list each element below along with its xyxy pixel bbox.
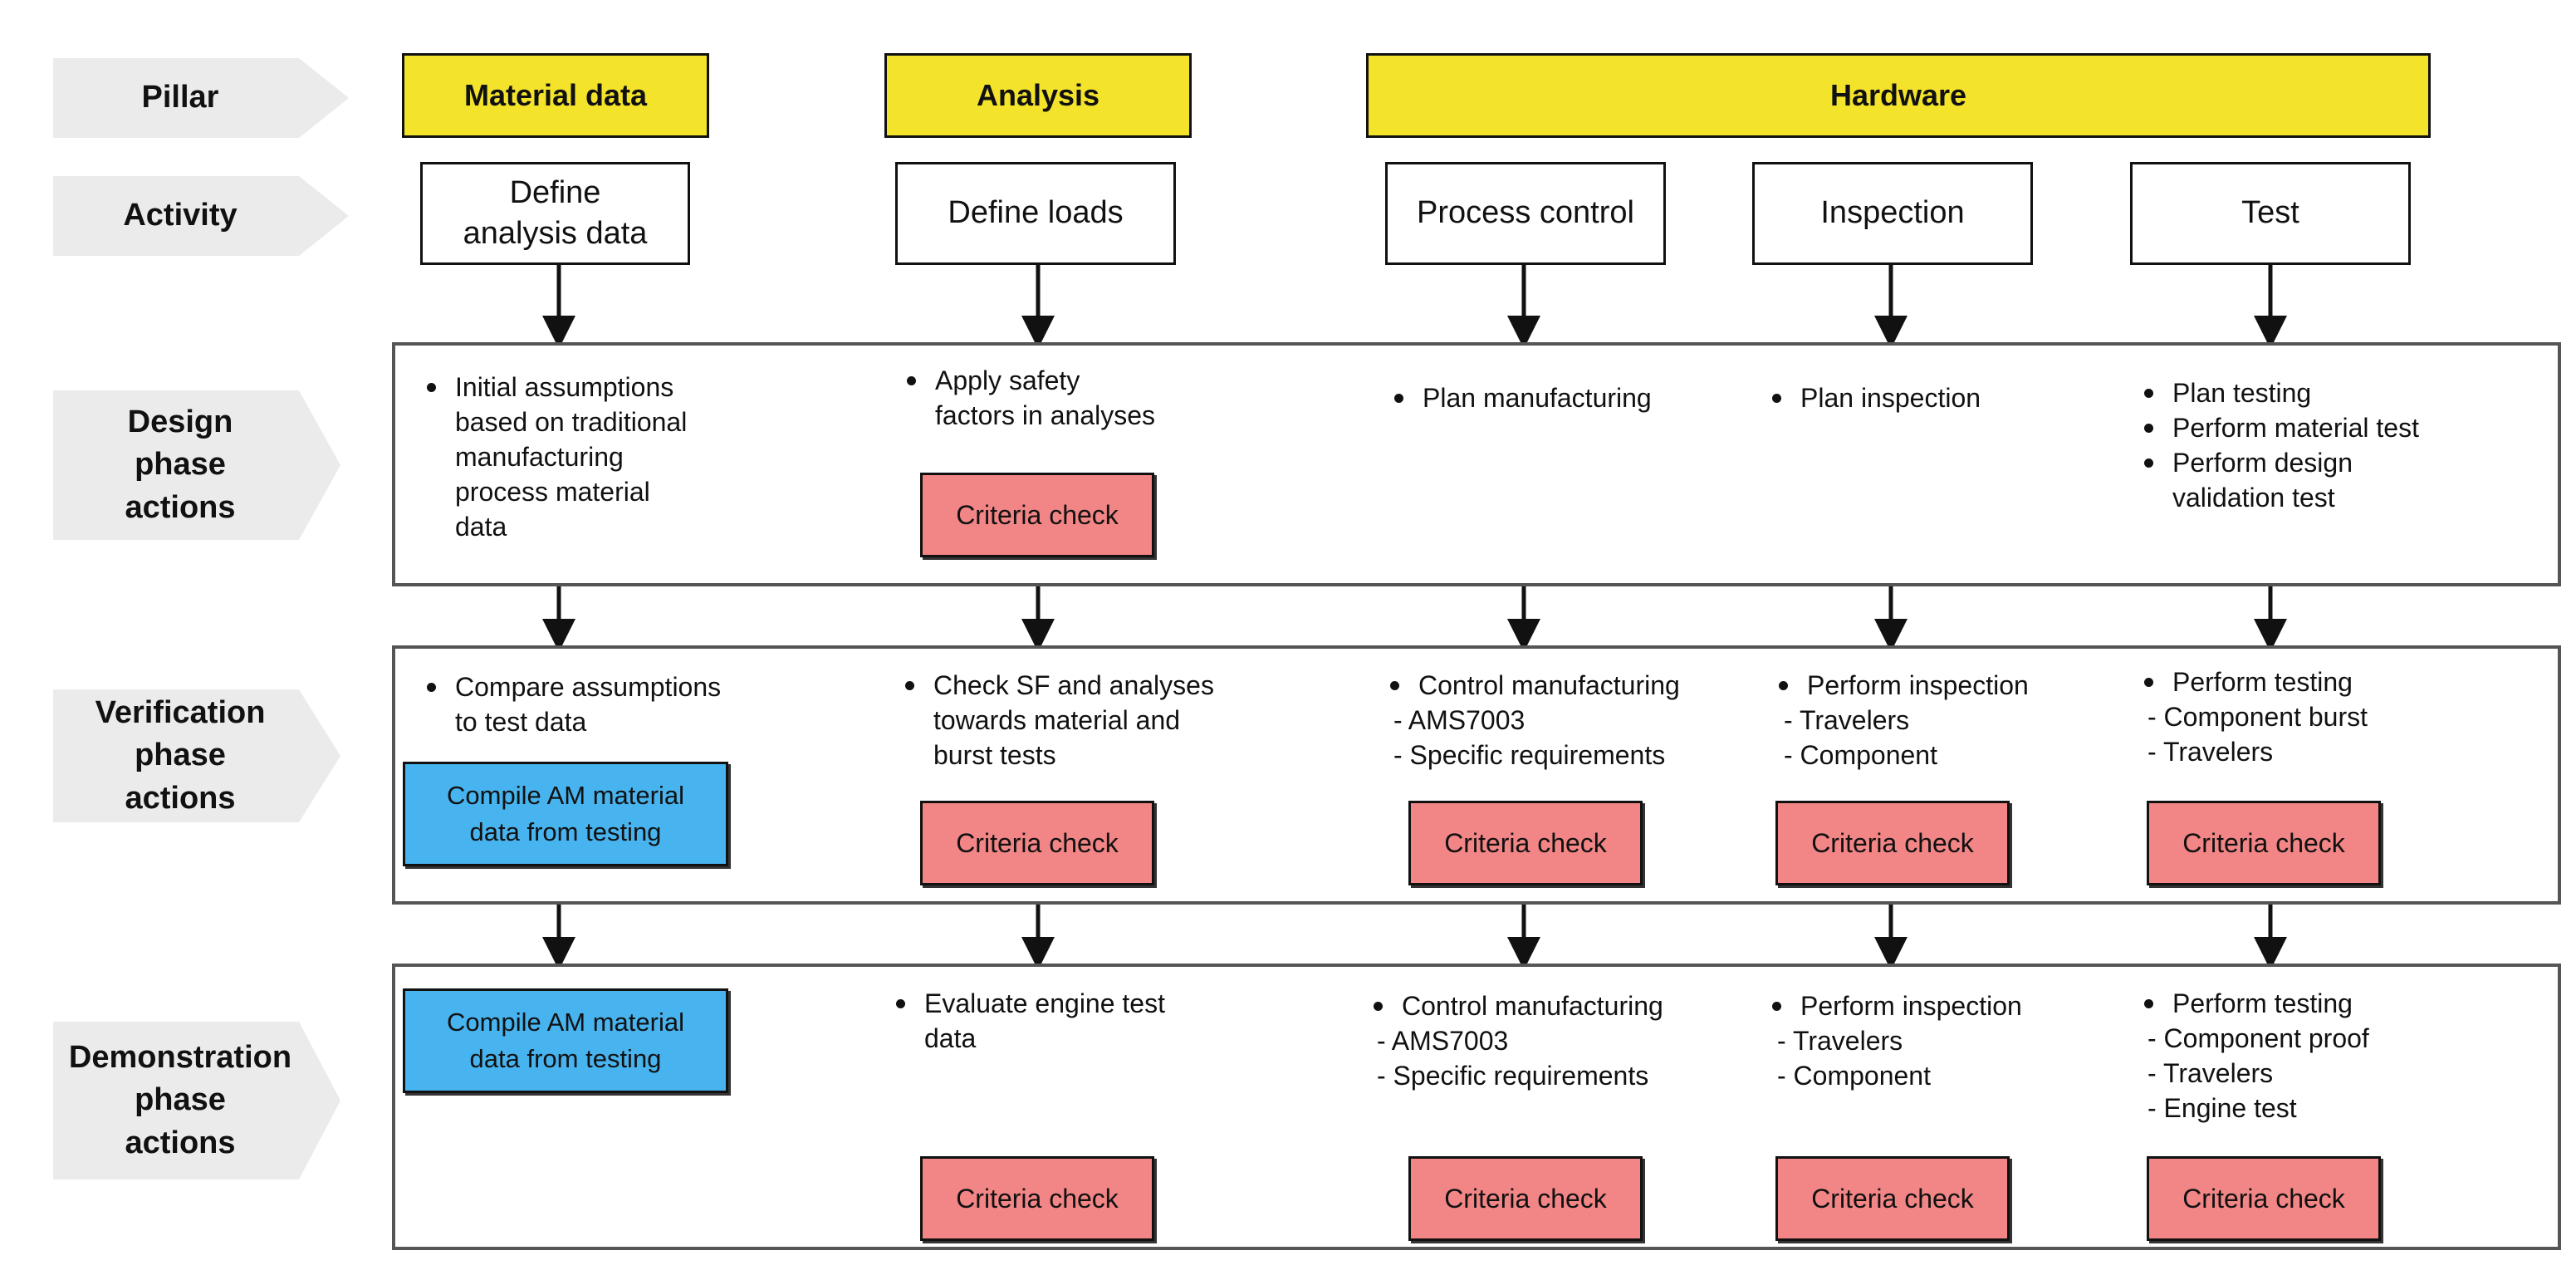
design-inspection-bullets: Plan inspection xyxy=(1769,380,2101,415)
demonstration-inspection-subitems: Travelers Component xyxy=(1777,1023,2109,1093)
verification-material-bullets: Compare assumptions to test data xyxy=(424,669,806,739)
demonstration-process-subitems: AMS7003 Specific requirements xyxy=(1377,1023,1726,1093)
verification-label-arrow xyxy=(299,689,340,822)
demonstration-analysis-bullets: Evaluate engine test data xyxy=(893,986,1275,1056)
row-label-activity: Activity xyxy=(53,176,299,256)
demonstration-test-bullets: Perform testing xyxy=(2141,986,2506,1021)
pillar-analysis: Analysis xyxy=(884,53,1192,138)
sub-item: Component burst xyxy=(2147,699,2496,734)
verification-process-subitems: AMS7003 Specific requirements xyxy=(1393,703,1742,772)
design-test-bullets: Plan testing Perform material test Perfo… xyxy=(2141,375,2523,515)
bullet-item: Perform inspection xyxy=(1769,988,2134,1023)
criteria-check-demonstration-process: Criteria check xyxy=(1408,1156,1643,1241)
pillar-material-data: Material data xyxy=(402,53,709,138)
pillar-label-arrow xyxy=(299,58,349,138)
sub-item: Component xyxy=(1784,738,2116,772)
design-material-bullets: Initial assumptions based on traditional… xyxy=(424,370,772,544)
activity-define-loads: Define loads xyxy=(895,162,1176,265)
verification-inspection-subitems: Travelers Component xyxy=(1784,703,2116,772)
activity-process-control: Process control xyxy=(1385,162,1666,265)
design-phase-panel xyxy=(392,342,2561,586)
bullet-item: Plan manufacturing xyxy=(1391,380,1723,415)
row-label-demonstration: Demonstration phase actions xyxy=(53,1022,299,1179)
sub-item: Travelers xyxy=(2147,1056,2496,1091)
verification-process-bullets: Control manufacturing xyxy=(1387,668,1752,703)
row-label-pillar: Pillar xyxy=(53,58,299,138)
bullet-item: Perform testing xyxy=(2141,986,2506,1021)
bullet-item: Plan inspection xyxy=(1769,380,2101,415)
criteria-check-verification-analysis: Criteria check xyxy=(920,801,1154,885)
verification-analysis-bullets: Check SF and analyses towards material a… xyxy=(902,668,1284,772)
activity-label-arrow xyxy=(299,176,349,256)
sub-item: Component xyxy=(1777,1058,2109,1093)
bullet-item: Evaluate engine test data xyxy=(893,986,1275,1056)
verification-test-subitems: Component burst Travelers xyxy=(2147,699,2496,769)
activity-inspection: Inspection xyxy=(1752,162,2033,265)
criteria-check-verification-inspection: Criteria check xyxy=(1775,801,2010,885)
bullet-item: Control manufacturing xyxy=(1387,668,1752,703)
sub-item: Specific requirements xyxy=(1377,1058,1726,1093)
criteria-check-demonstration-inspection: Criteria check xyxy=(1775,1156,2010,1241)
sub-item: Travelers xyxy=(1784,703,2116,738)
bullet-item: Apply safety factors in analyses xyxy=(904,363,1252,433)
sub-item: Travelers xyxy=(1777,1023,2109,1058)
criteria-check-demonstration-test: Criteria check xyxy=(2147,1156,2381,1241)
demonstration-inspection-bullets: Perform inspection xyxy=(1769,988,2134,1023)
verification-test-bullets: Perform testing xyxy=(2141,664,2506,699)
bullet-item: Compare assumptions to test data xyxy=(424,669,806,739)
sub-item: AMS7003 xyxy=(1377,1023,1726,1058)
design-analysis-bullets: Apply safety factors in analyses xyxy=(904,363,1252,433)
criteria-check-design-analysis: Criteria check xyxy=(920,473,1154,557)
row-label-design: Design phase actions xyxy=(53,390,299,540)
demonstration-test-subitems: Component proof Travelers Engine test xyxy=(2147,1021,2496,1125)
bullet-item: Plan testing xyxy=(2141,375,2523,410)
sub-item: Specific requirements xyxy=(1393,738,1742,772)
bullet-item: Check SF and analyses towards material a… xyxy=(902,668,1284,772)
demonstration-process-bullets: Control manufacturing xyxy=(1370,988,1736,1023)
demonstration-label-arrow xyxy=(299,1022,340,1179)
sub-item: Travelers xyxy=(2147,734,2496,769)
bullet-item: Perform material test xyxy=(2141,410,2523,445)
bullet-item: Control manufacturing xyxy=(1370,988,1736,1023)
bullet-item: Perform inspection xyxy=(1775,668,2141,703)
criteria-check-demonstration-analysis: Criteria check xyxy=(920,1156,1154,1241)
sub-item: Engine test xyxy=(2147,1091,2496,1125)
row-label-verification: Verification phase actions xyxy=(53,689,299,822)
criteria-check-verification-process: Criteria check xyxy=(1408,801,1643,885)
activity-test: Test xyxy=(2130,162,2411,265)
design-label-arrow xyxy=(299,390,340,540)
design-process-bullets: Plan manufacturing xyxy=(1391,380,1723,415)
sub-item: Component proof xyxy=(2147,1021,2496,1056)
criteria-check-verification-test: Criteria check xyxy=(2147,801,2381,885)
verification-inspection-bullets: Perform inspection xyxy=(1775,668,2141,703)
bullet-item: Perform testing xyxy=(2141,664,2506,699)
bullet-item: Initial assumptions based on traditional… xyxy=(424,370,772,544)
sub-item: AMS7003 xyxy=(1393,703,1742,738)
pillar-hardware: Hardware xyxy=(1366,53,2431,138)
